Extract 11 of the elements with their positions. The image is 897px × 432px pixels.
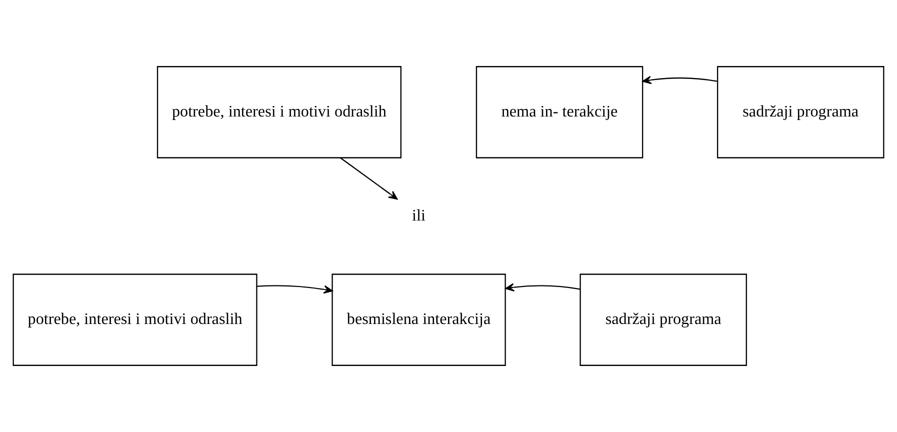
node-text: ili: [412, 207, 426, 224]
node-box: sadržaji programa: [716, 66, 884, 158]
arrow: [642, 76, 718, 84]
node-box: potrebe, interesi i motivi odraslih: [12, 274, 258, 366]
arrow: [340, 157, 398, 200]
node-box: potrebe, interesi i motivi odraslih: [156, 66, 402, 158]
arrow: [505, 283, 580, 292]
node-box: nema in- terakcije: [476, 66, 644, 158]
node-box: besmislena interakcija: [332, 274, 506, 366]
arrow: [256, 285, 333, 294]
node-box: sadržaji programa: [580, 274, 747, 366]
